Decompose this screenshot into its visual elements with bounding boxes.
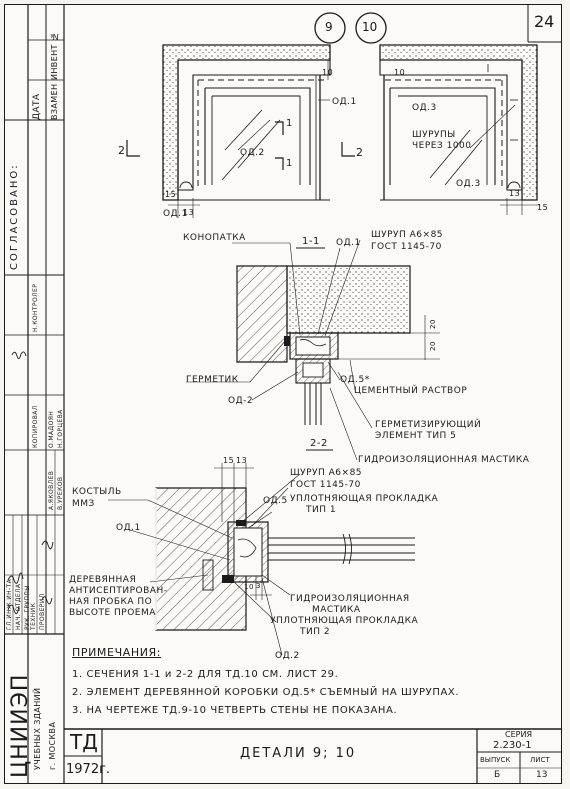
detail-marker-10-label: 10 (362, 20, 378, 34)
label-s1-od5: ОД.5* (340, 375, 370, 385)
label-od1-bottom: ОД.1 (163, 209, 188, 219)
strip-name-2: В.УРЕКОВ (57, 476, 64, 510)
section-2-2 (108, 449, 415, 656)
notes-heading: ПРИМЕЧАНИЯ: (72, 646, 162, 659)
section-1-1 (186, 239, 440, 461)
section-1-1-title: 1-1 (302, 236, 320, 247)
label-s2-gost: ГОСТ 1145-70 (290, 480, 361, 490)
label-s2-od2: ОД.2 (275, 651, 300, 661)
label-screws: ШУРУПЫ ЧЕРЕЗ 1000 (412, 130, 472, 151)
label-od3-bottom: ОД.3 (456, 179, 481, 189)
label-s1-mastic: ГИДРОИЗОЛЯЦИОННАЯ МАСТИКА (358, 455, 530, 465)
detail-marker-9-label: 9 (325, 20, 333, 34)
dim-s2-10: 10 (244, 583, 254, 591)
strip-copied: КОПИРОВАЛ (32, 405, 39, 448)
title-block-grid (64, 728, 562, 784)
label-seal-element-1: ГЕРМЕТИЗИРУЮЩИЙ (375, 420, 482, 430)
dim-13-left: 13 (183, 208, 195, 217)
strip-name-4: Н.ГОРЦЕВА (57, 409, 64, 448)
label-gasket2-1: УПЛОТНЯЮЩАЯ ПРОКЛАДКА (270, 616, 419, 626)
top-view-right (341, 44, 540, 215)
issue-label: ВЫПУСК (480, 756, 511, 764)
left-strip-grid (4, 4, 65, 784)
label-s1-gost: ГОСТ 1145-70 (371, 242, 442, 252)
strip-role-checked: ПРОВЕРИЛ (39, 593, 46, 630)
note-3: 3. НА ЧЕРТЕЖЕ ТД.9-10 ЧЕТВЕРТЬ СТЕНЫ НЕ … (72, 705, 398, 716)
dim-s1-20-a: 20 (428, 319, 437, 329)
sheet-value: 13 (536, 770, 548, 780)
label-od3-right: ОД.3 (412, 103, 437, 113)
strip-date: ДАТА (32, 93, 42, 120)
dim-15-right: 15 (537, 203, 549, 212)
label-s2-mastic-1: ГИДРОИЗОЛЯЦИОННАЯ (290, 594, 410, 604)
drawing-title: ДЕТАЛИ 9; 10 (240, 746, 357, 761)
label-s1-od2: ОД-2 (228, 396, 254, 406)
label-wood-plug-1: ДЕРЕВЯННАЯ (69, 575, 137, 585)
label-s2-mastic-2: МАСТИКА (312, 605, 361, 615)
issue-value: Б (494, 770, 501, 780)
detail-marker-9 (314, 12, 346, 44)
note-2: 2. ЭЛЕМЕНТ ДЕРЕВЯННОЙ КОРОБКИ ОД.5* СЪЕМ… (72, 687, 460, 698)
dim-s2-3: 3 (256, 582, 261, 590)
label-od2-top-left: ОД.2 (240, 148, 265, 158)
label-wood-plug-2: АНТИСЕПТИРОВАН- (69, 586, 168, 596)
dim-10-left: 10 (322, 68, 334, 77)
detail-marker-10 (355, 12, 387, 44)
strip-controller: Н.КОНТРОЛЕР (32, 283, 39, 332)
section-mark-1-top: 1 (286, 118, 293, 129)
signatures (7, 351, 54, 615)
sheet-number: 24 (534, 12, 555, 31)
label-mortar: ЦЕМЕНТНЫЙ РАСТВОР (354, 386, 468, 396)
strip-name-3: О.МАДОЯН (48, 410, 55, 448)
series-label: СЕРИЯ (505, 730, 533, 739)
strip-role-head: НАЧ. ОТДЕЛА (15, 583, 22, 630)
section-mark-2-left: 2 (118, 144, 125, 157)
label-seal-element-2: ЭЛЕМЕНТ ТИП 5 (375, 431, 457, 441)
drawing-code: ТД (70, 730, 98, 754)
dim-13-right: 13 (509, 189, 521, 198)
strip-approved: СОГЛАСОВАНО: (9, 163, 20, 270)
label-kostyl-1: КОСТЫЛЬ (72, 487, 122, 497)
label-gasket1-1: УПЛОТНЯЮЩАЯ ПРОКЛАДКА (290, 494, 439, 504)
sheet-label: ЛИСТ (530, 756, 550, 764)
label-wood-plug-4: ВЫСОТЕ ПРОЕМА (69, 608, 156, 618)
org-sub-1: УЧЕБНЫХ ЗДАНИЙ (33, 687, 42, 770)
strip-inventory: ИНВЕНТ № (50, 31, 59, 80)
dim-s2-13: 13 (236, 456, 248, 465)
drawing-year: 1972г. (66, 762, 111, 777)
label-wood-plug-3: НАЯ ПРОБКА ПО (69, 597, 153, 607)
section-2-2-title: 2-2 (310, 438, 328, 449)
label-gasket1-2: ТИП 1 (306, 505, 337, 515)
section-mark-2-right: 2 (356, 146, 363, 159)
label-germetik: ГЕРМЕТИК (186, 375, 239, 385)
strip-role-technician: ТЕХНИК (30, 602, 37, 630)
label-kostyl-2: ММЗ (72, 499, 95, 509)
label-s1-screw: ШУРУП А6×85 (371, 230, 444, 240)
dim-s2-15: 15 (223, 456, 235, 465)
top-view-left (126, 44, 331, 218)
dim-10-right: 10 (394, 68, 406, 77)
strip-role-chief: ГЛ.ИНЖ.ИН-ТА (6, 578, 13, 630)
dim-s1-20-b: 20 (428, 341, 437, 351)
strip-name-1: А.ЯКОВЛЕВ (48, 470, 55, 510)
label-s1-od1: ОД.1 (336, 238, 361, 248)
dim-15-left: 15 (165, 190, 177, 199)
org-sub-2: г. МОСКВА (48, 721, 57, 770)
strip-replaced: ВЗАМЕН (50, 83, 59, 120)
label-konopatka: КОНОПАТКА (183, 233, 246, 243)
note-1: 1. СЕЧЕНИЯ 1-1 и 2-2 ДЛЯ ТД.10 СМ. ЛИСТ … (72, 669, 339, 680)
label-od1-top-center: ОД.1 (332, 97, 357, 107)
label-s2-screw: ШУРУП А6×85 (290, 468, 363, 478)
series-value: 2.230-1 (493, 740, 532, 751)
label-s2-od5: ОД.5 (263, 496, 288, 506)
label-s2-od1: ОД.1 (116, 523, 141, 533)
org-name: ЦНИИЭП (8, 673, 33, 778)
label-gasket2-2: ТИП 2 (300, 627, 331, 637)
section-mark-1-bottom: 1 (286, 158, 293, 169)
